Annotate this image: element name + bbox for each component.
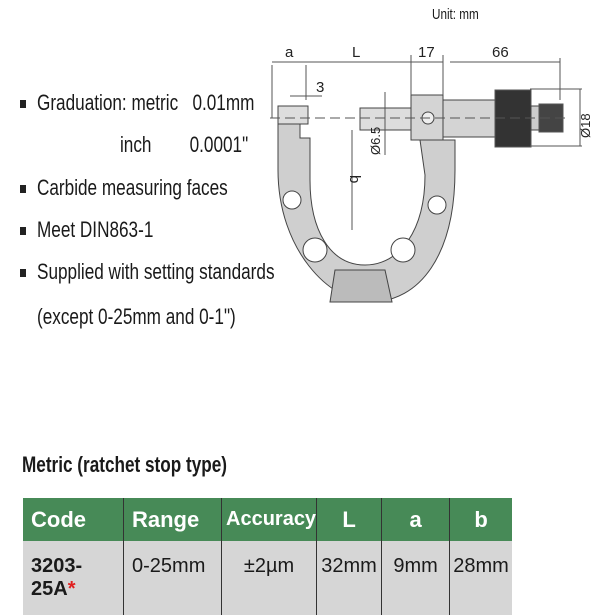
table-row: 3203-25A* 0-25mm ±2µm 32mm 9mm 28mm xyxy=(23,541,513,615)
dim-a-label: a xyxy=(285,44,294,61)
cell-L: 32mm xyxy=(316,541,383,615)
dim-thimble-label: Ø18 xyxy=(578,113,593,138)
cell-a: 9mm xyxy=(381,541,451,615)
dim-L-label: L xyxy=(352,44,360,61)
cell-range: 0-25mm xyxy=(123,541,222,615)
cell-b: 28mm xyxy=(449,541,513,615)
cell-accuracy: ±2µm xyxy=(221,541,318,615)
header-b: b xyxy=(449,498,513,541)
bullet-icon xyxy=(20,227,26,235)
header-a: a xyxy=(381,498,451,541)
dim-b-label: b xyxy=(346,175,363,183)
bullet-icon xyxy=(20,100,26,108)
header-accuracy: Accuracy xyxy=(221,498,318,541)
dim-17-label: 17 xyxy=(418,44,435,61)
bullet-icon xyxy=(20,269,26,277)
spec-table: Code Range Accuracy L a b 3203-25A* 0-25… xyxy=(23,498,513,615)
bullet-icon xyxy=(20,185,26,193)
cell-code: 3203-25A* xyxy=(23,541,124,615)
header-range: Range xyxy=(123,498,222,541)
dim-spindle-label: Ø6.5 xyxy=(368,127,383,155)
star-icon: * xyxy=(67,578,76,600)
micrometer-drawing: a L 17 66 3 b Ø6.5 Ø18 xyxy=(270,44,593,303)
table-title: Metric (ratchet stop type) xyxy=(22,452,228,477)
table-header-row: Code Range Accuracy L a b xyxy=(23,498,513,541)
header-L: L xyxy=(316,498,383,541)
unit-label: Unit: mm xyxy=(432,6,479,23)
dim-66-label: 66 xyxy=(492,44,509,61)
dim-3-label: 3 xyxy=(316,79,324,96)
header-code: Code xyxy=(23,498,124,541)
